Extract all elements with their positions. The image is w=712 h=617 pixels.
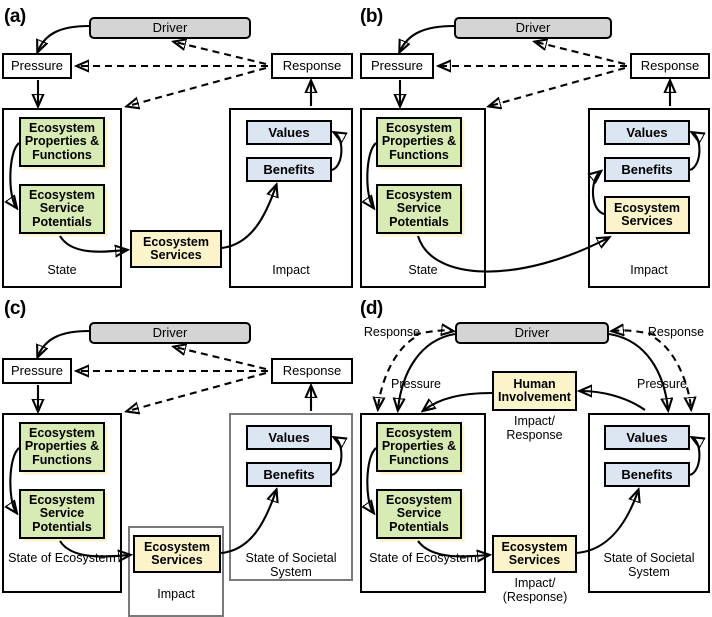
panel-b-values-box: Values (604, 120, 690, 145)
panel-c-societal-caption: State of Societal System (245, 551, 337, 579)
panel-d-human-involvement-caption: Impact/ Response (506, 414, 563, 442)
panel-c-ecosystem-properties-box: Ecosystem Properties & Functions (19, 422, 105, 472)
panel-a-label: (a) (4, 6, 26, 27)
panel-b-label: (b) (360, 6, 383, 27)
panel-d-right-response-down (654, 337, 691, 408)
panel-a-impact-caption: Impact (272, 263, 310, 277)
panel-a-benefits-box: Benefits (246, 157, 332, 182)
panel-d-pressure-left-label: Pressure (390, 377, 442, 391)
panel-d-driver-pressure-right (608, 332, 668, 409)
panel-c-driver-box: Driver (89, 322, 251, 344)
panel-a-driver-to-pressure (38, 24, 90, 51)
panel-d-label: (d) (360, 298, 383, 319)
panel-c-response-box: Response (271, 358, 353, 384)
panel-d-ecosystem-services-box: Ecosystem Services (492, 535, 577, 573)
panel-a-ecosystem-service-potentials-box: Ecosystem Service Potentials (19, 184, 105, 234)
panel-b-response-to-state (490, 66, 626, 106)
panel-b-ecosystem-service-potentials-box: Ecosystem Service Potentials (376, 184, 462, 234)
panel-d-societal-caption: State of Societal System (603, 551, 695, 579)
panel-d-benefits-box: Benefits (604, 462, 690, 487)
panel-a-response-box: Response (271, 53, 353, 79)
panel-a-response-to-state (128, 66, 267, 106)
panel-d-human-to-state (424, 391, 493, 410)
panel-d-state-caption: State of Ecosystem (369, 551, 477, 565)
panel-d-response-right-label: Response (647, 325, 705, 339)
panel-a-pressure-box: Pressure (2, 53, 72, 79)
panel-b-pressure-box: Pressure (360, 53, 434, 79)
panel-c-pressure-box: Pressure (2, 358, 72, 384)
panel-c-values-box: Values (246, 425, 332, 450)
panel-c-ecosystem-service-potentials-box: Ecosystem Service Potentials (19, 489, 105, 539)
panel-c-response-to-driver (175, 347, 267, 371)
panel-d-ecosystem-services-caption: Impact/ (Response) (502, 576, 568, 604)
panel-b-driver-to-pressure (400, 24, 455, 51)
panel-a-state-caption: State (47, 263, 77, 277)
panel-d-response-left-label: Response (363, 325, 421, 339)
panel-a-driver-box: Driver (89, 17, 251, 39)
panel-d-ecosystem-service-potentials-box: Ecosystem Service Potentials (376, 489, 462, 539)
panel-c-ecosystem-services-box: Ecosystem Services (133, 535, 221, 573)
panel-d-driver-box: Driver (455, 322, 609, 344)
panel-a-values-box: Values (246, 120, 332, 145)
panel-d-human-involvement-box: Human Involvement (492, 371, 577, 411)
panel-a-ecosystem-properties-box: Ecosystem Properties & Functions (19, 117, 105, 167)
panel-d-values-box: Values (604, 425, 690, 450)
panel-c-state-caption: State of Ecosystem (8, 551, 116, 565)
panel-b-response-box: Response (630, 53, 710, 79)
panel-d-societal-to-human (581, 391, 646, 411)
panel-d-pressure-right-label: Pressure (636, 377, 688, 391)
panel-b-impact-caption: Impact (630, 263, 668, 277)
panel-c-label: (c) (4, 298, 26, 319)
panel-a-response-to-driver (175, 42, 267, 66)
panel-a-ecosystem-services-box: Ecosystem Services (130, 230, 222, 268)
panel-c-response-to-state (128, 371, 267, 411)
panel-b-response-to-driver (536, 42, 626, 66)
panel-b-ecosystem-services-box: Ecosystem Services (604, 196, 690, 234)
panel-b-ecosystem-properties-box: Ecosystem Properties & Functions (376, 117, 462, 167)
panel-d-driver-pressure-left (398, 332, 456, 409)
panel-b-driver-box: Driver (454, 17, 612, 39)
panel-c-impact-caption: Impact (157, 587, 195, 601)
panel-d-left-response-down (378, 337, 415, 408)
panel-c-driver-to-pressure (38, 329, 90, 356)
panel-b-state-caption: State (408, 263, 438, 277)
panel-b-benefits-box: Benefits (604, 157, 690, 182)
panel-d-ecosystem-properties-box: Ecosystem Properties & Functions (376, 422, 462, 472)
panel-c-benefits-box: Benefits (246, 462, 332, 487)
